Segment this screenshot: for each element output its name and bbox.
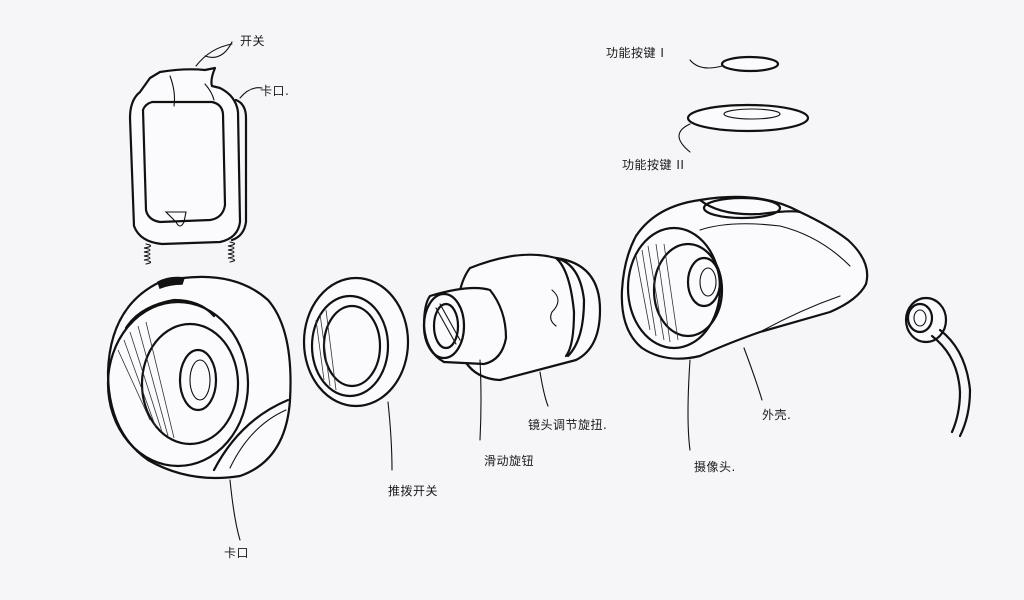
label-function-key-2: 功能按键 II (622, 158, 685, 172)
grip-ring (106, 275, 292, 541)
lens-knob-assembly (422, 253, 602, 441)
switch-clip-module (128, 41, 263, 265)
label-shell: 外壳. (762, 408, 792, 422)
push-switch-ring (302, 276, 410, 471)
label-pull-switch: 推拨开关 (388, 484, 439, 498)
outer-shell (620, 195, 869, 451)
cable-connector (904, 296, 972, 438)
label-switch: 开关 (240, 34, 266, 48)
label-grip: 卡口 (224, 546, 250, 560)
label-clip: 卡口. (260, 84, 290, 98)
label-function-key-1: 功能按键 I (606, 46, 665, 60)
label-slide-knob: 滑动旋钮 (484, 454, 535, 468)
label-camera: 摄像头. (694, 460, 736, 474)
function-keys (678, 55, 810, 153)
label-lens-adjust-knob: 镜头调节旋扭. (528, 418, 608, 432)
